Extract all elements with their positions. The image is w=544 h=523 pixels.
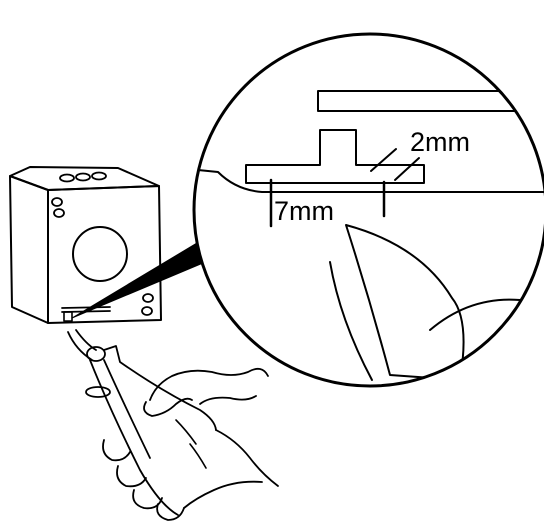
hand-with-pliers <box>67 329 279 521</box>
width-label: 7mm <box>274 196 334 226</box>
dimension-2mm: 2mm <box>370 127 470 181</box>
plier-jaw-upper <box>345 224 465 381</box>
finger-2 <box>116 465 147 488</box>
dimension-tick-2 <box>394 157 420 181</box>
knockout-top-3 <box>91 171 107 181</box>
plier-ring <box>85 386 111 398</box>
plier-nose <box>67 329 97 361</box>
plier-jaw-edge <box>429 298 521 331</box>
finger-1 <box>102 439 131 462</box>
knuckle-line <box>199 395 257 405</box>
finger-4 <box>156 503 185 521</box>
knockout-top-1 <box>59 173 75 183</box>
plier-jaw-lower <box>329 261 373 381</box>
box-side-face <box>9 175 49 324</box>
thumb <box>149 367 269 401</box>
dimension-7mm: 7mm <box>269 178 386 228</box>
dimension-tick-1 <box>370 148 397 172</box>
box-edge <box>197 169 544 193</box>
magnifier-circle <box>192 32 544 388</box>
thumb-tip <box>143 397 193 417</box>
callout-wedge <box>71 236 216 319</box>
depth-label: 2mm <box>410 127 470 157</box>
knockout-front-large <box>72 226 128 282</box>
junction-box <box>9 166 162 324</box>
hole-mid-left <box>53 208 65 218</box>
upper-slot <box>317 90 544 112</box>
plier-handle-upper <box>103 345 217 431</box>
break-off-tab <box>245 129 425 184</box>
hole-top-left <box>51 197 63 207</box>
magnified-detail: 2mm 7mm <box>192 32 544 388</box>
knockout-top-2 <box>75 172 91 182</box>
plier-pivot <box>86 346 106 362</box>
hole-right-2 <box>141 306 153 316</box>
tab-mark <box>63 311 73 322</box>
finger-creases <box>175 419 207 469</box>
hand-back <box>183 429 279 509</box>
hole-right-1 <box>142 293 154 303</box>
